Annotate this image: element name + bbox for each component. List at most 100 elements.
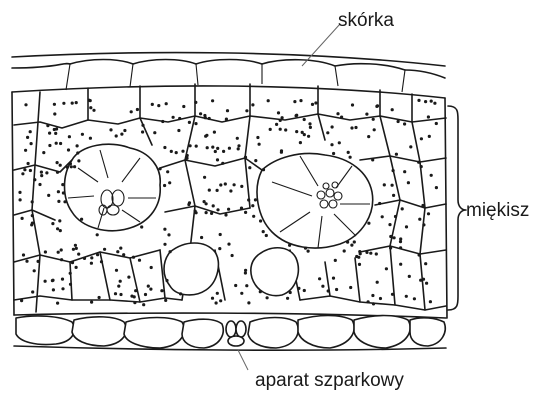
chloroplast-dot (216, 189, 219, 192)
chloroplast-dot (141, 124, 144, 127)
chloroplast-dot (181, 150, 184, 153)
chloroplast-dot (219, 183, 222, 186)
chloroplast-dot (393, 236, 396, 239)
label-mesophyll: miękisz (466, 200, 529, 221)
chloroplast-dot (75, 101, 78, 104)
chloroplast-dot (48, 132, 51, 135)
chloroplast-dot (240, 207, 243, 210)
chloroplast-dot (212, 204, 215, 207)
chloroplast-dot (335, 288, 338, 291)
chloroplast-dot (56, 227, 59, 230)
chloroplast-dot (389, 246, 392, 249)
chloroplast-dot (21, 172, 24, 175)
chloroplast-dot (254, 159, 257, 162)
chloroplast-dot (425, 282, 428, 285)
chloroplast-dot (80, 218, 83, 221)
chloroplast-dot (233, 183, 236, 186)
chloroplast-dot (115, 134, 118, 137)
chloroplast-dot (195, 145, 198, 148)
chloroplast-dot (251, 103, 254, 106)
chloroplast-dot (100, 260, 103, 263)
chloroplast-dot (288, 244, 291, 247)
chloroplast-dot (76, 144, 79, 147)
chloroplast-dot (349, 156, 352, 159)
chloroplast-dot (71, 102, 74, 105)
chloroplast-dot (435, 186, 438, 189)
chloroplast-dot (408, 275, 411, 278)
chloroplast-dot (237, 147, 240, 150)
chloroplast-dot (103, 248, 106, 251)
lower-epidermis (14, 313, 446, 350)
chloroplast-dot (244, 271, 247, 274)
chloroplast-dot (92, 109, 95, 112)
chloroplast-dot (340, 116, 343, 119)
chloroplast-dot (231, 254, 234, 257)
stomata-leader-line (238, 350, 248, 370)
chloroplast-dot (163, 228, 166, 231)
chloroplast-dot (165, 279, 168, 282)
chloroplast-dot (351, 103, 354, 106)
chloroplast-dot (211, 297, 214, 300)
chloroplast-dot (299, 99, 302, 102)
chloroplast-dot (56, 302, 59, 305)
chloroplast-dot (19, 198, 22, 201)
chloroplast-dot (81, 133, 84, 136)
chloroplast-dot (430, 174, 433, 177)
chloroplast-dot (31, 290, 34, 293)
chloroplast-dot (399, 246, 402, 249)
chloroplast-dot (211, 146, 214, 149)
chloroplast-dot (336, 112, 339, 115)
chloroplast-dot (418, 253, 421, 256)
chloroplast-dot (367, 222, 370, 225)
chloroplast-dot (109, 128, 112, 131)
chloroplast-dot (424, 100, 427, 103)
chloroplast-dot (354, 126, 357, 129)
chloroplast-dot (245, 284, 248, 287)
chloroplast-dot (428, 135, 431, 138)
chloroplast-dot (279, 128, 282, 131)
chloroplast-dot (391, 293, 394, 296)
chloroplast-dot (157, 104, 160, 107)
chloroplast-dot (59, 164, 62, 167)
chloroplast-dot (45, 171, 48, 174)
chloroplast-dot (163, 184, 166, 187)
chloroplast-dot (170, 150, 173, 153)
chloroplast-dot (405, 225, 408, 228)
chloroplast-dot (252, 215, 255, 218)
chloroplast-dot (358, 263, 361, 266)
chloroplast-dot (391, 108, 394, 111)
chloroplast-dot (244, 211, 247, 214)
chloroplast-dot (127, 276, 130, 279)
chloroplast-dot (63, 200, 66, 203)
chloroplast-dot (321, 285, 324, 288)
chloroplast-dot (89, 137, 92, 140)
chloroplast-dot (208, 189, 211, 192)
chloroplast-dot (262, 230, 265, 233)
chloroplast-dot (96, 233, 99, 236)
chloroplast-dot (332, 152, 335, 155)
chloroplast-dot (381, 215, 384, 218)
chloroplast-dot (188, 121, 191, 124)
chloroplast-dot (114, 292, 117, 295)
chloroplast-dot (69, 272, 72, 275)
chloroplast-dot (429, 300, 432, 303)
chloroplast-dot (26, 136, 29, 139)
chloroplast-dot (422, 223, 425, 226)
chloroplast-dot (133, 301, 136, 304)
chloroplast-dot (210, 212, 213, 215)
chloroplast-dot (177, 129, 180, 132)
chloroplast-dot (225, 118, 228, 121)
chloroplast-dot (299, 141, 302, 144)
chloroplast-dot (353, 240, 356, 243)
chloroplast-dot (401, 207, 404, 210)
chloroplast-dot (383, 183, 386, 186)
chloroplast-dot (71, 261, 74, 264)
label-epidermis: skórka (338, 10, 394, 31)
chloroplast-dot (116, 250, 119, 253)
chloroplast-dot (169, 250, 172, 253)
chloroplast-dot (67, 148, 70, 151)
chloroplast-dot (77, 253, 80, 256)
chloroplast-dot (136, 108, 139, 111)
chloroplast-dot (25, 260, 28, 263)
chloroplast-dot (350, 126, 353, 129)
